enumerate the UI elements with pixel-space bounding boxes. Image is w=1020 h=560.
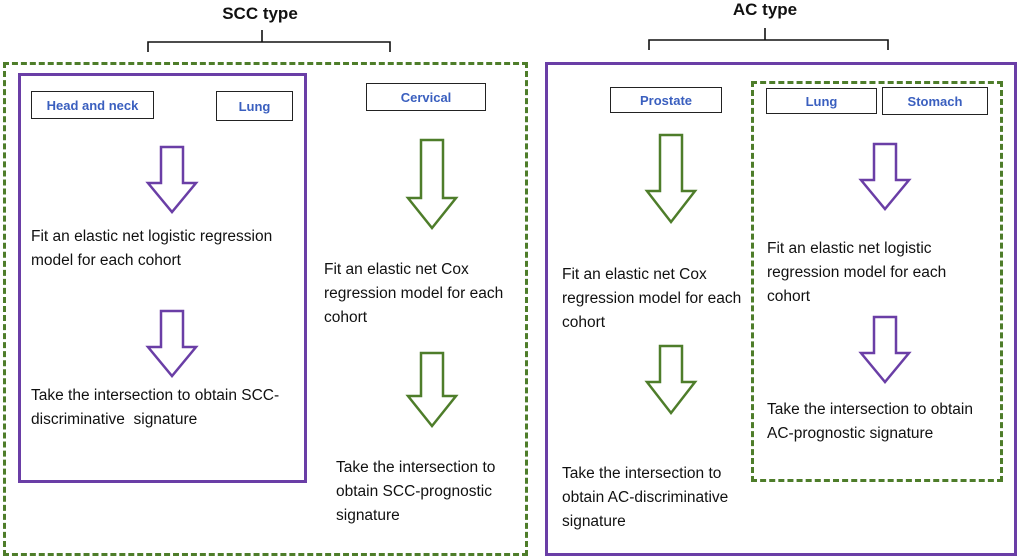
scc-logistic-arrow <box>145 145 199 214</box>
cervical-cox-step: Fit an elastic net Cox regression model … <box>324 261 504 326</box>
scc-prognostic-arrow <box>405 351 459 429</box>
ac-prognostic-step: Take the intersection to obtain AC-progn… <box>767 401 973 442</box>
ac-discriminative-step: Take the intersection to obtain AC-discr… <box>562 465 729 530</box>
ac-logistic-step: Fit an elastic net logistic regression m… <box>767 240 947 305</box>
ac-prognostic-arrow <box>858 315 912 384</box>
ac-logistic-arrow <box>858 142 912 211</box>
prostate-cox-arrow <box>644 133 698 225</box>
cervical-label: Cervical <box>366 83 486 111</box>
scc-brace <box>147 30 391 52</box>
scc-lung-label: Lung <box>216 91 293 121</box>
scc-type-header: SCC type <box>222 4 298 23</box>
ac-lung-label: Lung <box>766 88 877 114</box>
prostate-label: Prostate <box>610 87 722 113</box>
ac-prognostic-group <box>751 81 1003 482</box>
ac-discriminative-arrow <box>644 344 698 416</box>
scc-discriminative-arrow <box>145 309 199 378</box>
scc-prognostic-step: Take the intersection to obtain SCC-prog… <box>336 459 496 524</box>
prostate-cox-step: Fit an elastic net Cox regression model … <box>562 266 742 331</box>
scc-discriminative-group <box>18 73 307 483</box>
scc-panel <box>3 62 528 556</box>
ac-panel <box>545 62 1017 556</box>
ac-type-header: AC type <box>732 0 798 19</box>
stomach-label: Stomach <box>882 87 988 115</box>
head-and-neck-label: Head and neck <box>31 91 154 119</box>
scc-logistic-step: Fit an elastic net logistic regression m… <box>31 228 273 269</box>
ac-brace <box>648 28 889 50</box>
scc-discriminative-step: Take the intersection to obtain SCC-disc… <box>31 387 280 428</box>
cervical-cox-arrow <box>405 138 459 231</box>
